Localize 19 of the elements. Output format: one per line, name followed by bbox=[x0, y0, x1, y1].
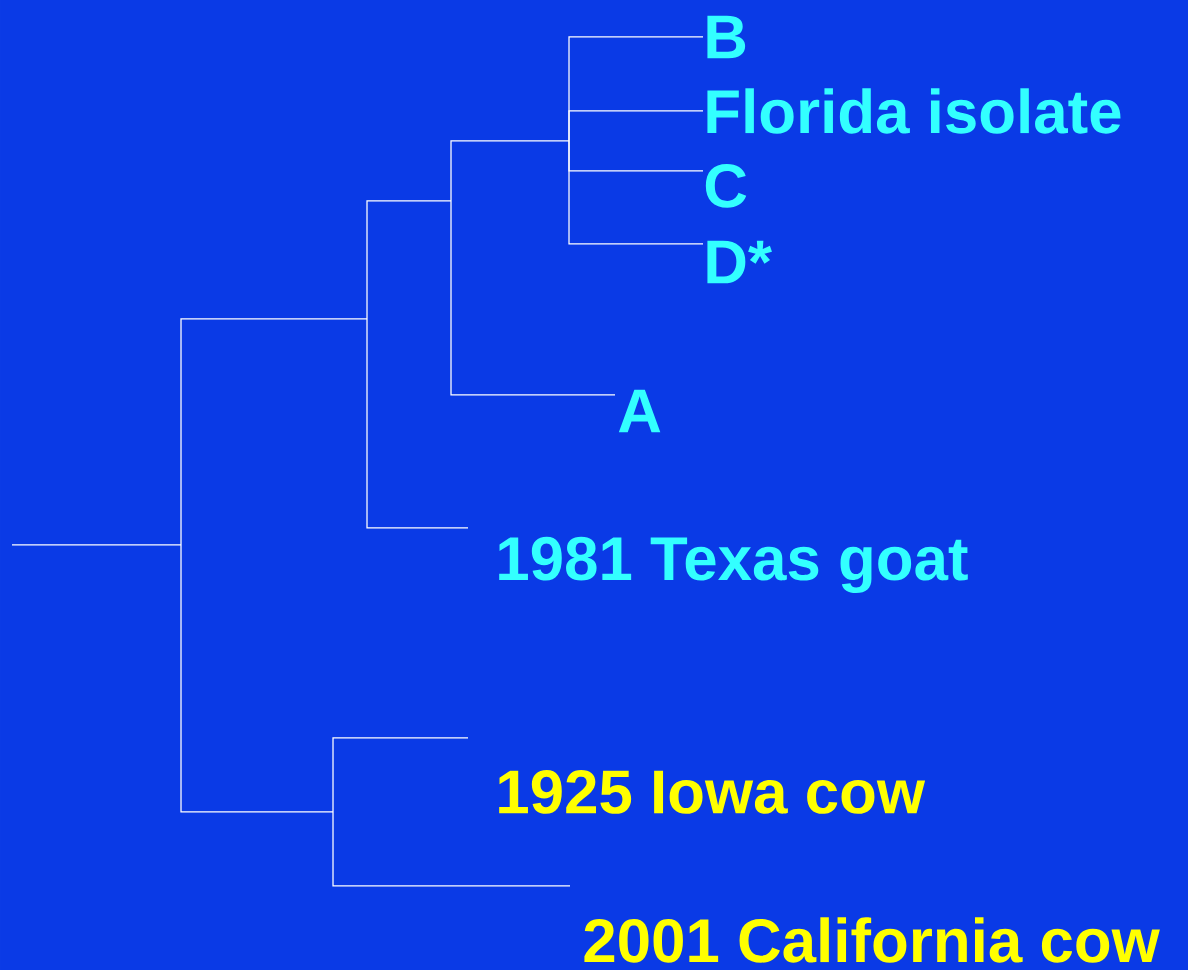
tree-branch bbox=[366, 318, 469, 529]
leaf-label: 2001 California cow bbox=[584, 917, 1160, 963]
tree-branch bbox=[366, 200, 452, 320]
tree-branch bbox=[568, 110, 704, 142]
leaf-label: B bbox=[707, 15, 746, 59]
leaf-label: D* bbox=[707, 240, 772, 284]
tree-branch bbox=[332, 737, 469, 813]
leaf-label: 1981 Texas goat bbox=[499, 536, 968, 594]
tree-branch bbox=[180, 318, 368, 546]
tree-branch bbox=[450, 200, 616, 396]
leaf-label: 1925 Iowa cow bbox=[499, 770, 926, 814]
leaf-label: A bbox=[618, 389, 661, 433]
tree-branch bbox=[11, 544, 182, 546]
tree-branch bbox=[180, 544, 334, 813]
leaf-label: Florida isolate bbox=[707, 88, 1121, 134]
tree-branch bbox=[332, 811, 571, 887]
tree-branch bbox=[568, 140, 704, 245]
leaf-label: C bbox=[705, 164, 747, 208]
tree-branch bbox=[450, 140, 570, 202]
